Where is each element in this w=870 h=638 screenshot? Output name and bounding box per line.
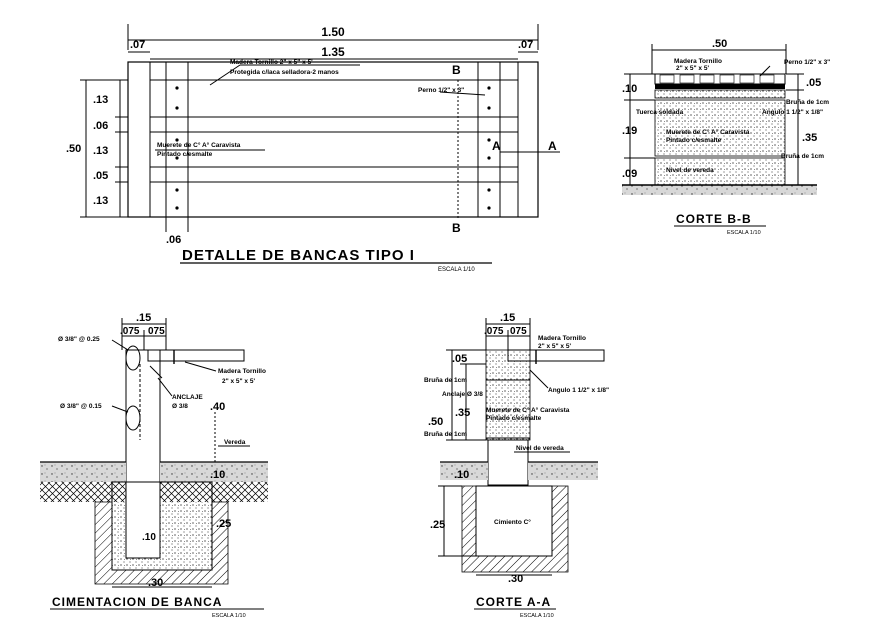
aa-dim-30: .30: [508, 573, 523, 585]
cim-scale: ESCALA 1/10: [212, 613, 246, 619]
bb-dim-10: .10: [622, 83, 637, 95]
plan-detail: 1.50 .07 .07 1.35: [66, 24, 560, 273]
cim-label-vereda: Vereda: [224, 439, 246, 446]
bb-scale: ESCALA 1/10: [727, 230, 761, 236]
bb-label-angle: Angulo 1 1/2" x 1/8": [762, 109, 823, 116]
dim-bottom: .06: [166, 234, 181, 246]
corte-bb: .50 .10 .19 .09 .05 .35 Madera Torn: [622, 38, 830, 236]
plan-title: DETALLE DE BANCAS TIPO I: [182, 247, 415, 264]
aa-label-bruna: Bruña de 1cm: [424, 377, 467, 384]
aa-label-cimiento: Cimiento C°: [494, 518, 531, 526]
aa-dim-075a: .075: [484, 326, 504, 337]
aa-dim-10: .10: [454, 469, 469, 481]
bb-dim-top: .50: [712, 38, 727, 50]
cim-dim-40: .40: [210, 401, 225, 413]
bb-label-bolt: Perno 1/2" x 3": [784, 59, 830, 66]
dim-row-5: .13: [93, 195, 108, 207]
cim-dim-30: .30: [148, 577, 163, 589]
dim-row-3: .13: [93, 145, 108, 157]
aa-dim-50: .50: [428, 416, 443, 428]
cim-label-rebar2: Ø 3/8" @ 0.15: [60, 403, 102, 410]
cim-dim-075b: 075: [148, 326, 165, 337]
bb-dim-09: .09: [622, 168, 637, 180]
cimentacion: .15 .075 075 Ø 3/8" @ 0.25 Ø 3/8" @ 0.15…: [40, 312, 268, 619]
dim-row-1: .13: [93, 94, 108, 106]
cim-dim-15: .15: [136, 312, 151, 324]
bb-dim-05: .05: [806, 77, 821, 89]
cim-title: CIMENTACION DE BANCA: [52, 595, 222, 609]
dim-height: .50: [66, 143, 81, 155]
aa-label-bruna2: Bruña de 1cm: [424, 431, 467, 438]
bb-label-vereda: Nivel de vereda: [666, 167, 714, 174]
aa-dim-25: .25: [430, 519, 445, 531]
cut-a-right: A: [548, 139, 557, 153]
dim-right: .07: [518, 39, 533, 51]
cim-label-anchor: ANCLAJE: [172, 394, 203, 401]
aa-label-wood: Madera Tornillo: [538, 335, 586, 342]
plan-scale: ESCALA 1/10: [438, 267, 475, 273]
aa-dim-35: .35: [455, 407, 470, 419]
label-wall: Muerete de C° A° Caravista: [157, 141, 241, 149]
aa-dim-075b: 075: [510, 326, 527, 337]
bb-label-wall: Muerete de C° A° Caravista: [666, 128, 750, 136]
cut-b-bottom: B: [452, 221, 461, 235]
bb-label-weld: Tuerca soldada: [636, 109, 684, 116]
aa-dim-15: .15: [500, 312, 515, 324]
aa-label-wood2: 2" x 5" x 5': [538, 343, 571, 350]
cim-label-anchor2: Ø 3/8: [172, 403, 188, 410]
aa-label-paint: Pintado c/esmalte: [486, 415, 542, 422]
aa-label-angle: Angulo 1 1/2" x 1/8": [548, 387, 609, 394]
label-bolt: Perno 1/2" x 3": [418, 87, 464, 94]
label-paint: Pintado c/esmalte: [157, 151, 213, 158]
aa-scale: ESCALA 1/10: [520, 613, 554, 619]
aa-label-wall: Muerete de C° A° Caravista: [486, 406, 570, 414]
bb-dim-35: .35: [802, 132, 817, 144]
cut-a-left: A: [492, 139, 501, 153]
cim-dim-10a: .10: [210, 469, 225, 481]
aa-dim-05: .05: [452, 353, 467, 365]
aa-title: CORTE A-A: [476, 595, 551, 609]
aa-label-anchor: Anclaje Ø 3/8: [442, 391, 483, 398]
cim-label-wood: Madera Tornillo: [218, 368, 266, 375]
cim-dim-25: .25: [216, 518, 231, 530]
dim-row-2: .06: [93, 120, 108, 132]
dim-total: 1.50: [321, 25, 345, 39]
cim-dim-10b: .10: [142, 532, 156, 543]
dim-left: .07: [130, 39, 145, 51]
label-wood: Madera Tornillo 2" x 5" x 5': [230, 59, 313, 66]
aa-label-vereda: Nivel de vereda: [516, 445, 564, 452]
dim-row-4: .05: [93, 170, 108, 182]
bb-title: CORTE B-B: [676, 212, 752, 226]
bb-label-bruna: Bruña de 1cm: [786, 99, 829, 106]
cim-label-wood2: 2" x 5" x 5': [222, 378, 255, 385]
label-protect: Protegida c/laca selladora-2 manos: [230, 69, 339, 76]
bb-label-bruna2: Bruña de 1cm: [781, 153, 824, 160]
bb-dim-19: .19: [622, 125, 637, 137]
corte-aa: .15 .075 075 .05 .50 .35 .10 .25: [424, 312, 609, 619]
bb-label-paint: Pintado c/esmalte: [666, 137, 722, 144]
bb-label-wood: Madera Tornillo: [674, 58, 722, 65]
cim-label-rebar1: Ø 3/8" @ 0.25: [58, 336, 100, 343]
cut-b-top: B: [452, 63, 461, 77]
dim-inner: 1.35: [321, 45, 345, 59]
bb-label-wood2: 2" x 5" x 5': [676, 65, 709, 72]
cim-dim-075a: .075: [120, 326, 140, 337]
